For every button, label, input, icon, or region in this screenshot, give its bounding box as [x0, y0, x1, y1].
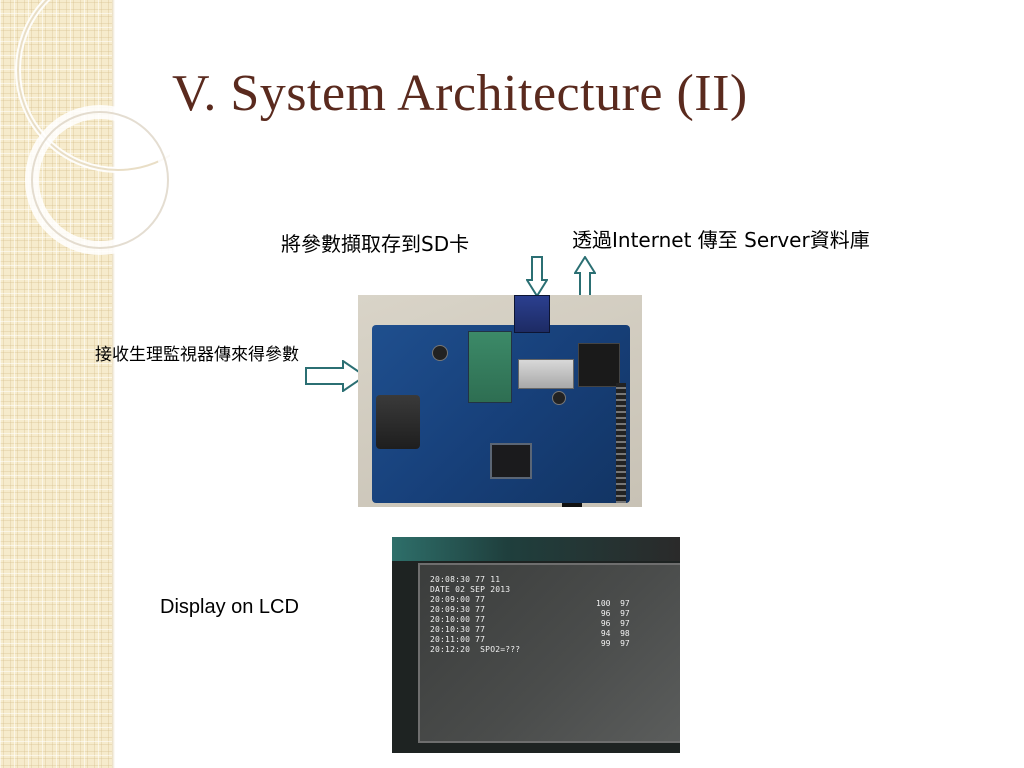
wifi-module — [468, 331, 512, 403]
sidebar-edge — [112, 0, 115, 768]
seven-segment-display: 8 — [562, 503, 582, 507]
dev-board-photo: 8 — [358, 295, 642, 507]
lcd-line: DATE 02 SEP 2013 — [430, 585, 511, 594]
serial-connector — [376, 395, 420, 449]
pin-header — [616, 383, 626, 503]
lcd-values: 100 97 96 97 96 97 94 98 99 97 — [596, 599, 630, 649]
capacitor — [432, 345, 448, 361]
lcd-value-row: 99 97 — [596, 639, 630, 648]
display-lcd-label: Display on LCD — [160, 596, 299, 618]
lcd-line: 20:08:30 77 11 — [430, 575, 501, 584]
lcd-value-row: 100 97 — [596, 599, 630, 608]
lcd-line: 20:09:00 77 — [430, 595, 486, 604]
microcontroller-chip — [490, 443, 532, 479]
lcd-line: 20:10:00 77 — [430, 615, 486, 624]
receive-monitor-label: 接收生理監視器傳來得參數 — [95, 345, 299, 365]
lcd-value-row: 94 98 — [596, 629, 630, 638]
lcd-line: 20:11:00 77 — [430, 635, 486, 644]
internet-label: 透過Internet 傳至 Server資料庫 — [572, 228, 870, 252]
ethernet-jack — [578, 343, 620, 387]
lcd-line: 20:10:30 77 — [430, 625, 486, 634]
slide-title: V. System Architecture (II) — [172, 65, 748, 122]
decorative-circles — [15, 0, 170, 255]
sd-card — [514, 295, 550, 333]
right-arrow-icon — [305, 360, 367, 392]
sd-slot — [518, 359, 574, 389]
lcd-value-row: 96 97 — [596, 619, 630, 628]
capacitor — [552, 391, 566, 405]
pcb: 8 — [372, 325, 630, 507]
lcd-value-row: 96 97 — [596, 609, 630, 618]
lcd-line: 20:09:30 77 — [430, 605, 486, 614]
lcd-line: 20:12:20 SPO2=??? — [430, 645, 521, 654]
lcd-frame — [392, 537, 680, 561]
sd-card-label: 將參數擷取存到SD卡 — [281, 232, 470, 256]
down-arrow-icon — [526, 256, 548, 298]
